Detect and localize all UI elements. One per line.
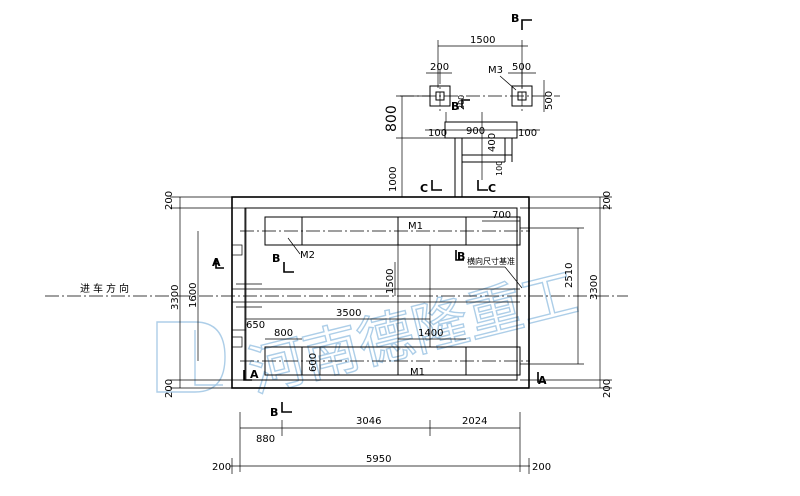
- dim-v-400: 400: [487, 133, 498, 152]
- center-axis: 进车方向: [45, 244, 628, 348]
- section-b-mid-right: B: [457, 250, 465, 263]
- dim-pad-right-v: 500: [544, 91, 555, 110]
- dim-v-100: 100: [495, 161, 504, 176]
- dim-pad-left: 200: [430, 62, 449, 73]
- dim-width-900: 900: [466, 126, 485, 137]
- dl-logo: [156, 321, 226, 393]
- dim-right-bottom-200: 200: [602, 379, 613, 398]
- dim-inner-1500: 1500: [385, 269, 396, 294]
- dim-height-800: 800: [384, 105, 400, 132]
- top-pads: M3: [400, 65, 560, 112]
- dim-pad-right: 500: [512, 62, 531, 73]
- section-b-mid-left: B: [272, 252, 280, 265]
- dim-b-3046: 3046: [356, 416, 381, 427]
- top-beam: M1: [240, 216, 530, 246]
- dim-b-200-left: 200: [212, 462, 231, 473]
- dim-b-200-right: 200: [532, 462, 551, 473]
- m1-top-label: M1: [408, 221, 423, 232]
- dim-right-2510: 2510: [564, 263, 575, 288]
- section-a-right: A: [538, 374, 547, 387]
- dim-right-3300: 3300: [589, 275, 600, 300]
- note-label: 横向尺寸基准: [467, 256, 515, 266]
- dim-top-span: 1500: [470, 35, 495, 46]
- dimension-lines: [170, 40, 612, 474]
- dim-b-5950: 5950: [366, 454, 391, 465]
- dim-inner-600: 600: [308, 353, 319, 372]
- duct: [444, 112, 518, 197]
- watermark: 河南德隆重工: [156, 260, 585, 406]
- m2-label: M2: [300, 250, 315, 261]
- dim-left-bottom-200: 200: [164, 379, 175, 398]
- direction-label: 进车方向: [80, 282, 132, 295]
- dim-inner-1400: 1400: [418, 328, 443, 339]
- dim-right-700: 700: [492, 210, 511, 221]
- dim-hundred-left: 100: [428, 128, 447, 139]
- dim-inner-650: 650: [246, 320, 265, 331]
- section-b-top: B: [511, 12, 519, 25]
- outer-pit: [231, 196, 530, 389]
- dim-inner-800: 800: [274, 328, 293, 339]
- m1-bottom-label: M1: [410, 367, 425, 378]
- section-b-bottom: B: [270, 406, 278, 419]
- section-a-left-bottom: A: [250, 368, 259, 381]
- section-c-left: C: [420, 182, 428, 195]
- section-b-small: B: [451, 100, 459, 113]
- dim-b-2024: 2024: [462, 416, 487, 427]
- dim-inner-3500: 3500: [336, 308, 361, 319]
- watermark-text: 河南德隆重工: [242, 261, 584, 405]
- m3-label: M3: [488, 65, 503, 76]
- section-c-right: C: [488, 182, 496, 195]
- dim-b-880: 880: [256, 434, 275, 445]
- dim-left-3300: 3300: [170, 285, 181, 310]
- bottom-beam: M1: [240, 346, 530, 378]
- section-a-left-top: A: [212, 256, 221, 269]
- dim-height-1000: 1000: [388, 167, 399, 192]
- dim-right-top-200: 200: [602, 191, 613, 210]
- dim-left-1600: 1600: [188, 283, 199, 308]
- dim-hundred-right: 100: [518, 128, 537, 139]
- section-markers: B B C C A A A B B B: [212, 12, 547, 419]
- dim-left-top-200: 200: [164, 191, 175, 210]
